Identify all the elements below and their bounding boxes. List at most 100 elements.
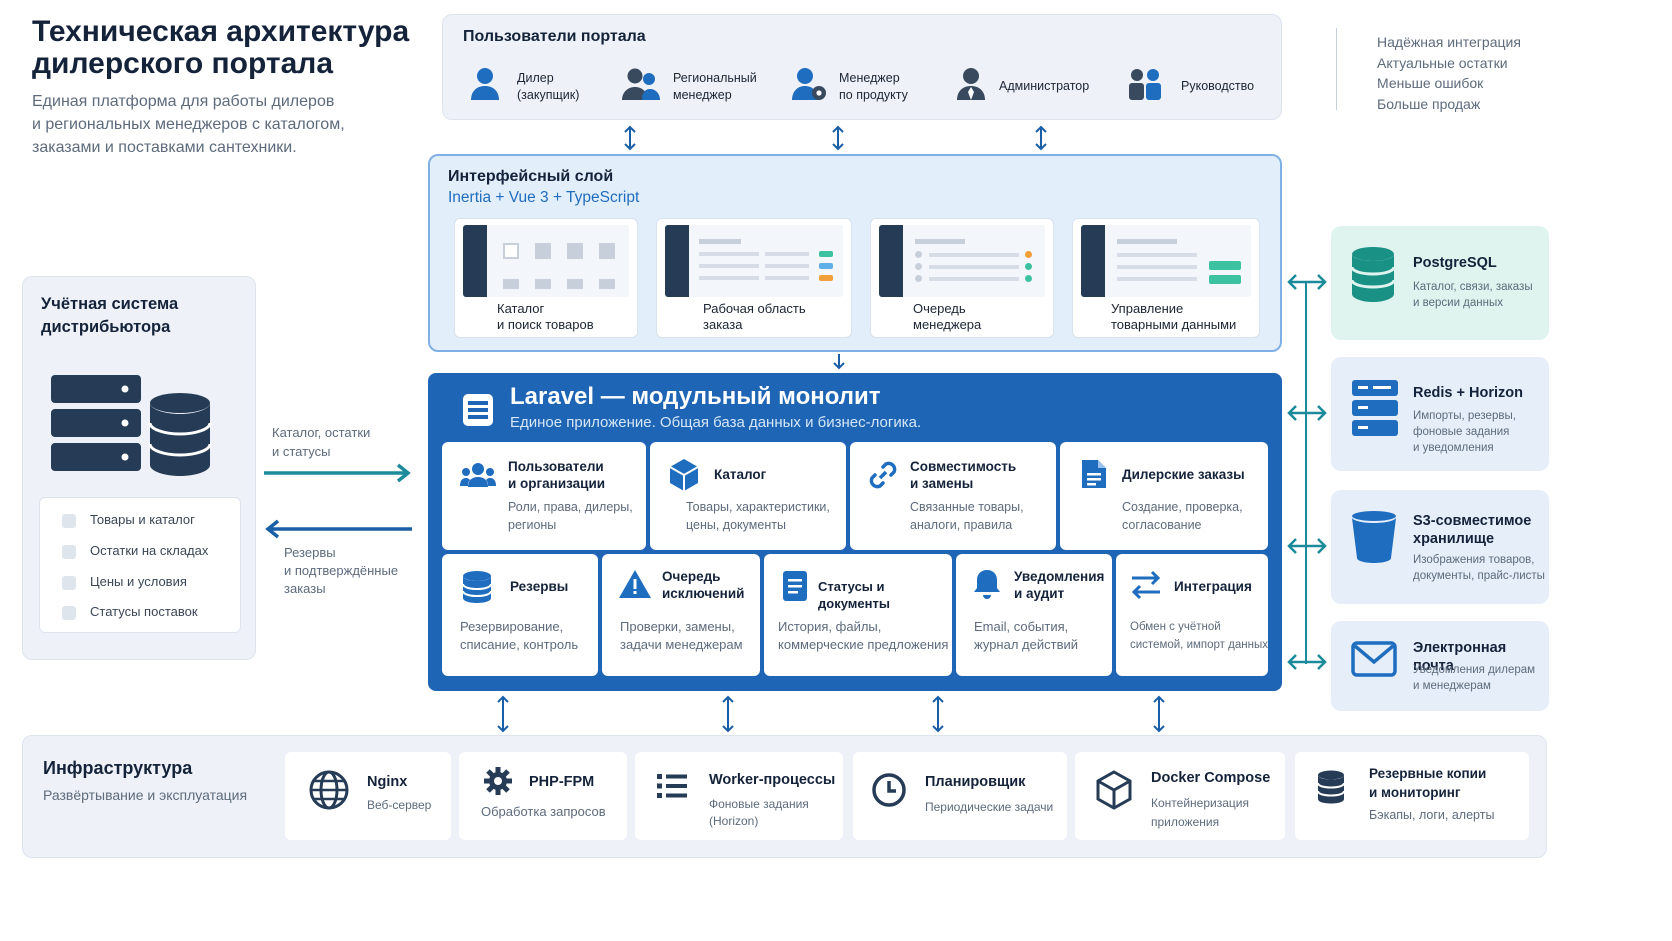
screen-thumbnail	[665, 225, 843, 297]
screen-line	[765, 264, 809, 268]
infra-title-line: Worker-процессы	[709, 772, 836, 788]
infrastructure-panel: Инфраструктура Развёртывание и эксплуата…	[22, 735, 1547, 858]
module-statuses-docs: Статусы и документы История, файлы,комме…	[764, 554, 952, 676]
accounting-item-label: Цены и условия	[90, 574, 187, 589]
user-role-label-line: по продукту	[839, 88, 908, 102]
ui-screen-label-line: Управление	[1111, 301, 1184, 316]
benefits-divider	[1336, 28, 1337, 110]
module-desc: Товары, характеристики, цены, документы	[686, 498, 830, 534]
box-icon	[1096, 770, 1132, 810]
module-desc-line: Создание, проверка,	[1122, 500, 1243, 514]
service-title-line: хранилище	[1413, 531, 1495, 547]
service-title: PostgreSQL	[1413, 254, 1497, 272]
user-role-label-line: Дилер	[517, 71, 554, 85]
user-role-label: Региональный менеджер	[673, 70, 757, 104]
module-title: Статусы и документы	[818, 578, 952, 612]
ui-screen-order-workspace: Рабочая область заказа	[656, 218, 852, 338]
swap-icon	[1131, 570, 1161, 600]
service-desc-line: Изображения товаров,	[1413, 554, 1535, 566]
list-icon	[657, 774, 687, 798]
ui-screen-label-line: товарными данными	[1111, 317, 1237, 332]
ui-layer-title: Интерфейсный слой	[448, 168, 614, 185]
user-role-label: Администратор	[999, 78, 1089, 95]
leadership-icon	[1129, 69, 1161, 100]
ui-screen-label-line: заказа	[703, 317, 743, 332]
module-desc: Связанные товары,аналоги, правила	[910, 498, 1024, 534]
service-desc-line: Импорты, резервы,	[1413, 410, 1516, 422]
infra-title: Планировщик	[925, 774, 1025, 790]
module-desc-line: Резервирование,	[460, 619, 564, 634]
ui-layer-subtitle: Inertia + Vue 3 + TypeScript	[448, 189, 640, 206]
ui-screen-label: Управление товарными данными	[1111, 301, 1236, 333]
benefit-item: Актуальные остатки	[1377, 54, 1508, 71]
screen-tile	[535, 279, 551, 289]
service-connector-arrow	[1287, 405, 1327, 421]
checkbox-icon	[62, 605, 76, 620]
module-desc: Роли, права, дилеры,регионы	[508, 498, 633, 534]
module-title-line: исключений	[662, 586, 745, 601]
module-desc-line: согласование	[1122, 518, 1202, 532]
infra-workers: Worker-процессы Фоновые задания(Horizon)	[635, 752, 843, 840]
screen-line	[699, 276, 759, 280]
screen-line	[1117, 253, 1197, 257]
user-role-label: Менеджер по продукту	[839, 70, 908, 104]
screen-tile	[503, 243, 519, 259]
accounting-in-arrow	[264, 463, 411, 483]
screen-dot	[1025, 251, 1032, 258]
screen-dot	[1025, 263, 1032, 270]
database-icon	[1351, 247, 1395, 302]
laravel-panel: Laravel — модульный монолит Единое прило…	[428, 373, 1282, 691]
accounting-item-label: Товары и каталог	[90, 512, 195, 527]
checkbox-icon	[62, 575, 76, 590]
screen-line	[1117, 239, 1177, 244]
screen-tile	[567, 243, 583, 259]
globe-icon	[309, 770, 349, 810]
user-role-label-line: Региональный	[673, 71, 757, 85]
screen-button	[1209, 275, 1241, 284]
arrow-label-line: и подтверждённые	[284, 563, 399, 578]
infra-title: Worker-процессы	[709, 772, 835, 788]
infra-nginx: Nginx Веб-сервер	[285, 752, 451, 840]
infra-title-line: Планировщик	[925, 774, 1026, 790]
module-desc-line: цены, документы	[686, 518, 786, 532]
screen-sidebar	[879, 225, 903, 297]
screen-status-chip	[819, 251, 833, 257]
users-ui-arrow	[1035, 125, 1047, 151]
infra-desc-line: Бэкапы, логи, алерты	[1369, 808, 1495, 822]
services-bus-line	[1305, 282, 1307, 664]
module-desc-line: Товары, характеристики,	[686, 500, 830, 514]
module-title-line: и организации	[508, 476, 606, 491]
module-desc-line: задачи менеджерам	[620, 637, 743, 652]
accounting-system-title: Учётная система дистрибьютора	[41, 293, 178, 339]
ui-screen-label-line: Рабочая область	[703, 301, 806, 316]
users-panel-title: Пользователи портала	[463, 28, 646, 45]
infra-title-line: Резервные копии	[1369, 766, 1487, 781]
module-title-line: и аудит	[1014, 586, 1065, 601]
module-desc-line: Обмен с учётной	[1130, 621, 1221, 633]
screen-line	[929, 277, 1019, 281]
server-icon	[1352, 380, 1398, 436]
module-title-line: Статусы и документы	[818, 579, 890, 611]
screen-dot	[915, 251, 922, 258]
mail-icon	[1351, 641, 1397, 677]
service-title-line: S3-совместимое	[1413, 513, 1532, 529]
service-desc-line: Уведомления дилерам	[1413, 664, 1536, 676]
screen-line	[765, 252, 809, 256]
module-title-line: Дилерские заказы	[1122, 467, 1245, 482]
module-desc-line: Email, события,	[974, 619, 1069, 634]
infra-title: Nginx	[367, 774, 407, 790]
service-desc: Изображения товаров,документы, прайс-лис…	[1413, 552, 1545, 584]
service-desc-line: фоновые задания	[1413, 426, 1510, 438]
screen-button	[1209, 261, 1241, 270]
laravel-infra-arrow	[1153, 695, 1165, 733]
service-desc-line: и версии данных	[1413, 297, 1504, 309]
ui-screen-label-line: менеджера	[913, 317, 982, 332]
